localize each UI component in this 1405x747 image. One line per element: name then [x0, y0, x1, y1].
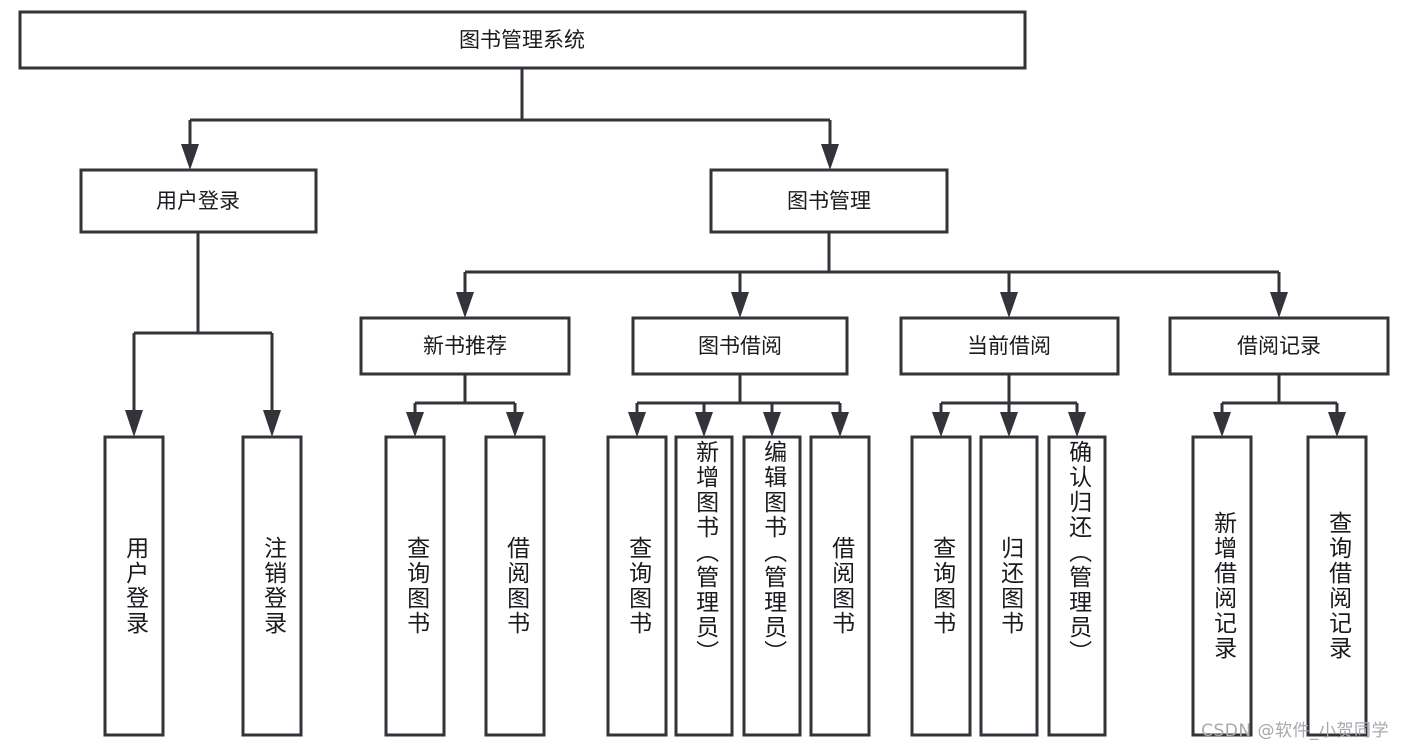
leaf-node-book-borrow-1[interactable]: [674, 435, 734, 737]
node-user-login-label: 用户登录: [156, 189, 240, 213]
leaf-node-user-login-1[interactable]: [241, 435, 303, 737]
node-new-book-recommend-label: 新书推荐: [423, 334, 507, 358]
connector-currentborrow-to-leaves: [932, 374, 1086, 437]
watermark: CSDN @软件_小贺同学: [1201, 721, 1389, 741]
leaf-node-current-borrow-2[interactable]: [1047, 435, 1107, 737]
leaf-node-user-login-0[interactable]: [103, 435, 165, 737]
node-book-management[interactable]: 图书管理: [709, 168, 949, 234]
connector-newbook-to-leaves: [406, 374, 524, 437]
node-borrow-record[interactable]: 借阅记录: [1168, 316, 1390, 376]
node-borrow-record-label: 借阅记录: [1237, 334, 1321, 358]
node-new-book-recommend[interactable]: 新书推荐: [359, 316, 571, 376]
connector-borrowrecord-to-leaves: [1213, 374, 1346, 437]
leaf-node-borrow-record-1[interactable]: [1306, 435, 1368, 737]
connector-root-to-level2: [181, 68, 839, 170]
leaf-node-new-book-recommend-1[interactable]: [484, 435, 546, 737]
leaf-node-book-borrow-2[interactable]: [742, 435, 802, 737]
node-user-login[interactable]: 用户登录: [79, 168, 318, 234]
node-book-management-label: 图书管理: [787, 189, 871, 213]
connector-bookmgmt-to-level3: [456, 232, 1288, 318]
leaf-node-current-borrow-1[interactable]: [979, 435, 1039, 737]
node-root-label: 图书管理系统: [459, 28, 585, 52]
connector-userlogin-to-leaves: [125, 232, 281, 437]
connector-bookborrow-to-leaves: [628, 374, 849, 437]
node-current-borrow[interactable]: 当前借阅: [899, 316, 1120, 376]
node-current-borrow-label: 当前借阅: [967, 334, 1051, 358]
leaf-node-book-borrow-3[interactable]: [809, 435, 871, 737]
node-book-borrow[interactable]: 图书借阅: [631, 316, 849, 376]
leaf-node-new-book-recommend-0[interactable]: [384, 435, 446, 737]
leaf-node-current-borrow-0[interactable]: [910, 435, 972, 737]
node-root-book-management-system[interactable]: 图书管理系统: [18, 10, 1027, 70]
leaf-node-book-borrow-0[interactable]: [606, 435, 668, 737]
leaf-node-borrow-record-0[interactable]: [1191, 435, 1253, 737]
node-book-borrow-label: 图书借阅: [698, 334, 782, 358]
